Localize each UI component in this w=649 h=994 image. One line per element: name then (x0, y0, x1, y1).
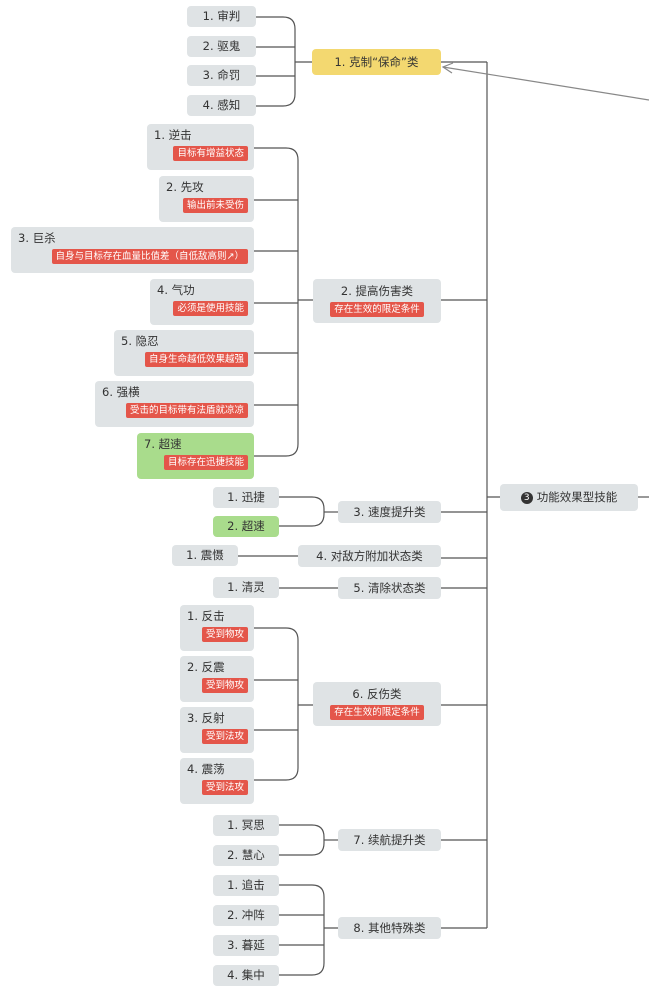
leaf-node[interactable]: 2. 驱鬼 (187, 36, 256, 57)
sub-label: 7. 超速 (144, 437, 182, 451)
branch-label: 8. 其他特殊类 (353, 921, 426, 935)
branch-label: 2. 提高伤害类 (340, 284, 414, 298)
condition-tag: 自身与目标存在血量比值差（自低敌高则↗） (51, 249, 248, 264)
branch-label: 4. 对敌方附加状态类 (316, 549, 423, 563)
condition-tag: 受到物攻 (201, 627, 248, 642)
leaf-node[interactable]: 1. 震慑 (172, 545, 238, 566)
sub-node[interactable]: 6. 强横 受击的目标带有法盾就凉凉 (95, 381, 254, 427)
condition-tag: 必须是使用技能 (173, 301, 248, 316)
sub-node[interactable]: 4. 震荡 受到法攻 (180, 758, 254, 804)
leaf-node[interactable]: 2. 慧心 (213, 845, 279, 866)
condition-tag: 受击的目标带有法盾就凉凉 (125, 403, 248, 418)
branch-label: 3. 速度提升类 (353, 505, 426, 519)
sub-node[interactable]: 3. 反射 受到法攻 (180, 707, 254, 753)
sub-node[interactable]: 2. 先攻 输出前未受伤 (159, 176, 254, 222)
leaf-node[interactable]: 2. 冲阵 (213, 905, 279, 926)
sub-node[interactable]: 1. 逆击 目标有增益状态 (147, 124, 254, 170)
condition-tag: 存在生效的限定条件 (330, 705, 424, 720)
leaf-node[interactable]: 1. 审判 (187, 6, 256, 27)
branch-node-3[interactable]: 3. 速度提升类 (338, 501, 441, 523)
branch-node-5[interactable]: 5. 清除状态类 (338, 577, 441, 599)
branch-label: 5. 清除状态类 (353, 581, 426, 595)
sub-node[interactable]: 2. 反震 受到物攻 (180, 656, 254, 702)
condition-tag: 受到法攻 (201, 729, 248, 744)
sub-node[interactable]: 3. 巨杀 自身与目标存在血量比值差（自低敌高则↗） (11, 227, 254, 273)
leaf-node[interactable]: 1. 迅捷 (213, 487, 279, 508)
leaf-node[interactable]: 3. 暮延 (213, 935, 279, 956)
branch-node-4[interactable]: 4. 对敌方附加状态类 (298, 545, 441, 567)
leaf-node[interactable]: 3. 命罚 (187, 65, 256, 86)
branch-node-1[interactable]: 1. 克制“保命”类 (312, 49, 441, 75)
condition-tag: 受到物攻 (201, 678, 248, 693)
branch-node-7[interactable]: 7. 续航提升类 (338, 829, 441, 851)
sub-label: 4. 气功 (157, 283, 195, 297)
leaf-node[interactable]: 1. 冥思 (213, 815, 279, 836)
branch-node-8[interactable]: 8. 其他特殊类 (338, 917, 441, 939)
leaf-node[interactable]: 4. 集中 (213, 965, 279, 986)
leaf-node[interactable]: 1. 追击 (213, 875, 279, 896)
branch-node-6[interactable]: 6. 反伤类 存在生效的限定条件 (313, 682, 441, 726)
branch-label: 7. 续航提升类 (353, 833, 426, 847)
sub-label: 4. 震荡 (187, 762, 225, 776)
condition-tag: 存在生效的限定条件 (330, 302, 424, 317)
root-label: 功能效果型技能 (536, 490, 618, 504)
sub-node[interactable]: 4. 气功 必须是使用技能 (150, 279, 254, 325)
sub-label: 6. 强横 (102, 385, 140, 399)
sub-label: 2. 反震 (187, 660, 225, 674)
branch-node-2[interactable]: 2. 提高伤害类 存在生效的限定条件 (313, 279, 441, 323)
sub-label: 2. 先攻 (166, 180, 204, 194)
sub-label: 1. 反击 (187, 609, 225, 623)
leaf-node[interactable]: 2. 超速 (213, 516, 279, 537)
leaf-node[interactable]: 4. 感知 (187, 95, 256, 116)
condition-tag: 目标存在迅捷技能 (163, 455, 248, 470)
condition-tag: 受到法攻 (201, 780, 248, 795)
leaf-node[interactable]: 1. 清灵 (213, 577, 279, 598)
sub-node[interactable]: 7. 超速 目标存在迅捷技能 (137, 433, 254, 479)
sub-label: 3. 巨杀 (18, 231, 56, 245)
sub-node[interactable]: 1. 反击 受到物攻 (180, 605, 254, 651)
condition-tag: 输出前未受伤 (182, 198, 248, 213)
branch-label: 1. 克制“保命”类 (334, 55, 419, 69)
relationship-arrow (441, 62, 649, 101)
condition-tag: 自身生命越低效果越强 (144, 352, 248, 367)
sub-node[interactable]: 5. 隐忍 自身生命越低效果越强 (114, 330, 254, 376)
condition-tag: 目标有增益状态 (173, 146, 248, 161)
number-badge-icon: 3 (520, 492, 533, 504)
branch-label: 6. 反伤类 (352, 687, 402, 701)
sub-label: 3. 反射 (187, 711, 225, 725)
sub-label: 1. 逆击 (154, 128, 192, 142)
sub-label: 5. 隐忍 (121, 334, 159, 348)
